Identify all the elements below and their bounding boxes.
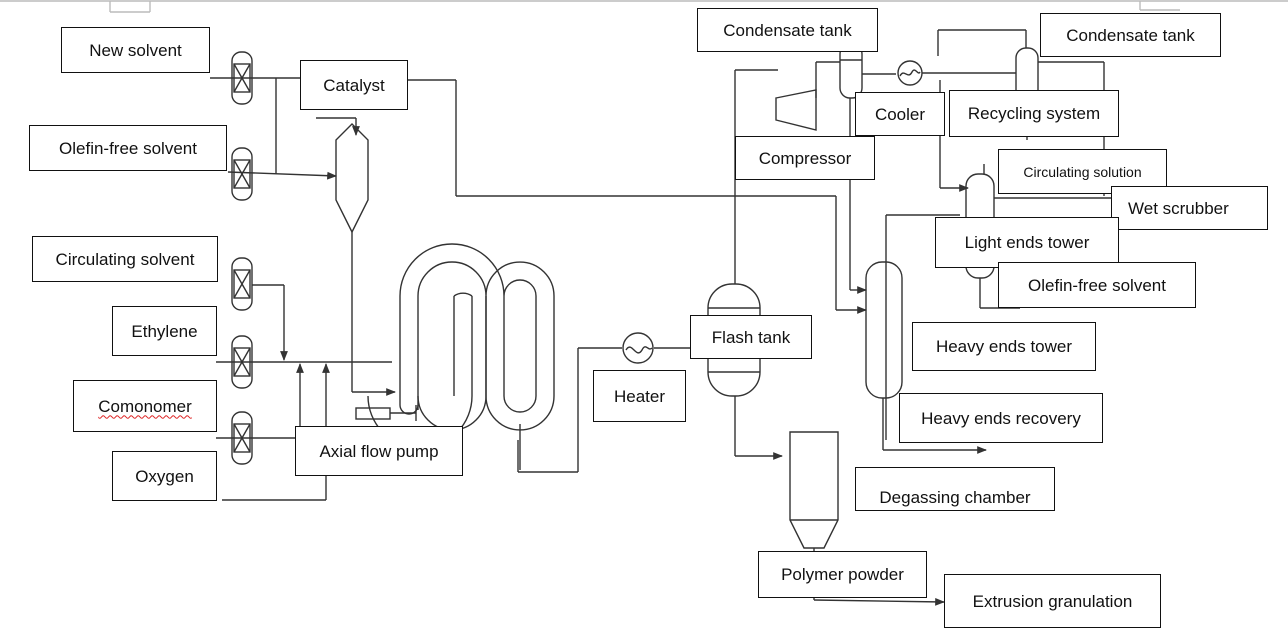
label-ethylene: Ethylene xyxy=(112,306,217,356)
label-heavy-ends-recovery: Heavy ends recovery xyxy=(899,393,1103,443)
label-compressor: Compressor xyxy=(735,136,875,180)
label-olefin-free-solvent-in: Olefin-free solvent xyxy=(29,125,227,171)
catalyst-hopper xyxy=(335,123,369,234)
label-degassing-chamber: Degassing chamber xyxy=(855,467,1055,511)
filter-vessel xyxy=(231,257,253,311)
label-comonomer: Comonomer xyxy=(73,380,217,432)
label-recycling-system: Recycling system xyxy=(949,90,1119,137)
label-circulating-solvent: Circulating solvent xyxy=(32,236,218,282)
heavy-ends-tower-vessel xyxy=(865,261,903,399)
label-cooler: Cooler xyxy=(855,92,945,136)
label-wet-scrubber: Wet scrubber xyxy=(1111,186,1268,230)
label-condensate-tank-1: Condensate tank xyxy=(697,8,878,52)
label-oxygen: Oxygen xyxy=(112,451,217,501)
label-new-solvent: New solvent xyxy=(61,27,210,73)
label-extrusion-granulation: Extrusion granulation xyxy=(944,574,1161,628)
degassing-chamber-vessel xyxy=(789,431,839,549)
label-heater: Heater xyxy=(593,370,686,422)
label-flash-tank: Flash tank xyxy=(690,315,812,359)
condensate-tank-vessel xyxy=(839,43,863,99)
label-olefin-free-solvent-out: Olefin-free solvent xyxy=(998,262,1196,308)
label-axial-flow-pump: Axial flow pump xyxy=(295,426,463,476)
label-condensate-tank-2: Condensate tank xyxy=(1040,13,1221,57)
compressor-symbol xyxy=(775,89,817,131)
label-heavy-ends-tower: Heavy ends tower xyxy=(912,322,1096,371)
filter-vessel xyxy=(231,147,253,201)
label-catalyst: Catalyst xyxy=(300,60,408,110)
label-light-ends-tower: Light ends tower xyxy=(935,217,1119,268)
label-polymer-powder: Polymer powder xyxy=(758,551,927,598)
heater-symbol xyxy=(622,332,654,364)
